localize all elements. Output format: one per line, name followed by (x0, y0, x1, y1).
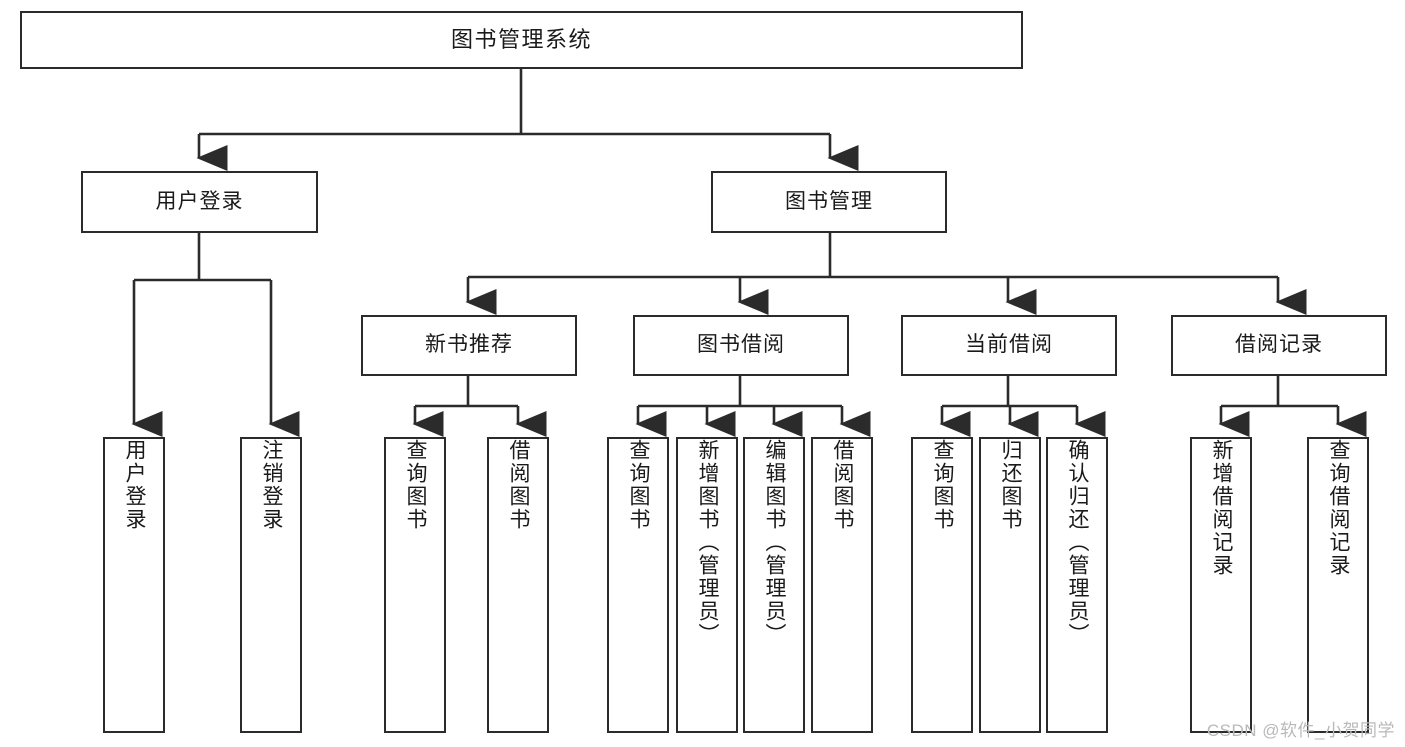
node-leaf-logout[interactable]: 注销登录 (240, 437, 302, 733)
node-root-label: 图书管理系统 (450, 27, 592, 53)
node-leaf-return-book[interactable]: 归还图书 (979, 437, 1041, 733)
watermark-text: CSDN @软件_小贺同学 (1206, 721, 1395, 740)
node-book-borrow[interactable]: 图书借阅 (633, 315, 849, 376)
node-book-borrow-label: 图书借阅 (697, 333, 785, 357)
node-new-book-recommend-label: 新书推荐 (425, 333, 513, 357)
node-leaf-query-record-label: 查询借阅记录 (1327, 439, 1351, 577)
node-leaf-user-login[interactable]: 用户登录 (103, 437, 165, 733)
node-leaf-add-book[interactable]: 新增图书（管理员） (676, 437, 738, 733)
node-borrow-record[interactable]: 借阅记录 (1171, 315, 1387, 376)
node-leaf-confirm-return-label: 确认归还（管理员） (1066, 439, 1090, 646)
node-user-login-label: 用户登录 (155, 189, 244, 213)
node-leaf-add-record[interactable]: 新增借阅记录 (1190, 437, 1252, 733)
node-leaf-logout-label: 注销登录 (260, 439, 284, 531)
node-leaf-query-book-1[interactable]: 查询图书 (384, 437, 446, 733)
node-leaf-borrow-book-2-label: 借阅图书 (831, 439, 855, 531)
node-root[interactable]: 图书管理系统 (20, 11, 1023, 69)
node-leaf-add-record-label: 新增借阅记录 (1210, 439, 1234, 577)
node-current-borrow-label: 当前借阅 (965, 333, 1053, 357)
node-book-manage[interactable]: 图书管理 (711, 171, 947, 233)
node-leaf-query-book-1-label: 查询图书 (404, 439, 428, 531)
node-leaf-query-book-3-label: 查询图书 (931, 439, 955, 531)
node-leaf-query-record[interactable]: 查询借阅记录 (1307, 437, 1369, 733)
node-leaf-query-book-2-label: 查询图书 (627, 439, 651, 531)
node-user-login[interactable]: 用户登录 (81, 171, 318, 233)
node-leaf-return-book-label: 归还图书 (999, 439, 1023, 531)
node-leaf-query-book-3[interactable]: 查询图书 (911, 437, 973, 733)
node-leaf-confirm-return[interactable]: 确认归还（管理员） (1046, 437, 1108, 733)
node-leaf-add-book-label: 新增图书（管理员） (696, 439, 720, 646)
node-leaf-query-book-2[interactable]: 查询图书 (607, 437, 669, 733)
node-leaf-user-login-label: 用户登录 (123, 439, 147, 531)
node-book-manage-label: 图书管理 (785, 189, 873, 213)
node-leaf-edit-book-label: 编辑图书（管理员） (763, 439, 787, 646)
node-leaf-edit-book[interactable]: 编辑图书（管理员） (743, 437, 805, 733)
node-leaf-borrow-book-2[interactable]: 借阅图书 (811, 437, 873, 733)
node-leaf-borrow-book-1[interactable]: 借阅图书 (487, 437, 549, 733)
node-current-borrow[interactable]: 当前借阅 (901, 315, 1117, 376)
node-borrow-record-label: 借阅记录 (1235, 333, 1323, 357)
node-leaf-borrow-book-1-label: 借阅图书 (507, 439, 531, 531)
node-new-book-recommend[interactable]: 新书推荐 (361, 315, 577, 376)
